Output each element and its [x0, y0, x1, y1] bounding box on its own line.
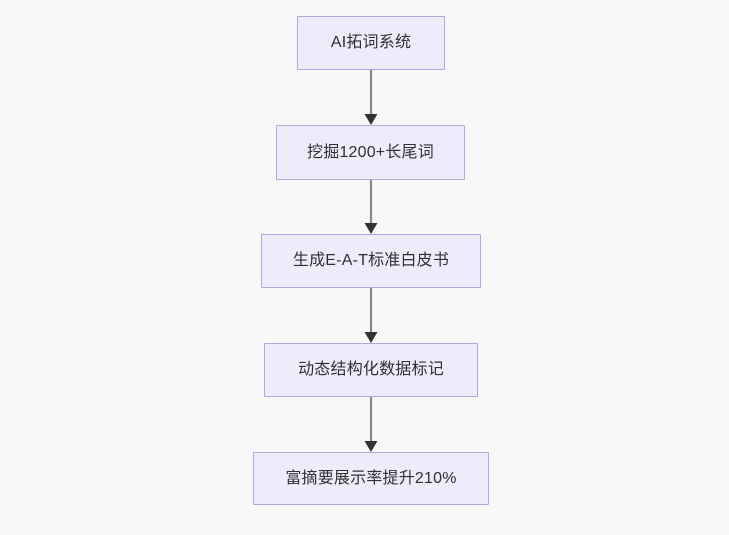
flow-node-label: AI拓词系统	[330, 34, 412, 51]
arrowhead-icon	[364, 114, 378, 125]
arrowhead-icon	[364, 332, 378, 343]
flow-node-dynamic-structured-data-markup[interactable]: 动态结构化数据标记	[264, 343, 478, 397]
arrowhead-icon	[364, 441, 378, 452]
flow-edge-n3-n4	[359, 288, 383, 343]
flow-node-label: 挖掘1200+长尾词	[307, 143, 434, 161]
flow-edge-n4-n5	[359, 397, 383, 452]
flow-edge-n2-n3	[359, 180, 383, 234]
flow-node-generate-eat-whitepaper[interactable]: 生成E-A-T标准白皮书	[261, 234, 481, 288]
flow-node-ai-keyword-system[interactable]: AI拓词系统	[297, 16, 445, 70]
flow-node-label: 动态结构化数据标记	[298, 361, 444, 378]
flow-node-label: 富摘要展示率提升210%	[285, 469, 457, 487]
flow-node-label: 生成E-A-T标准白皮书	[292, 252, 450, 269]
flow-node-rich-snippet-impression-uplift[interactable]: 富摘要展示率提升210%	[253, 452, 489, 505]
arrowhead-icon	[364, 223, 378, 234]
flow-edge-n1-n2	[359, 70, 383, 125]
flow-node-mine-longtail-keywords[interactable]: 挖掘1200+长尾词	[276, 125, 465, 180]
